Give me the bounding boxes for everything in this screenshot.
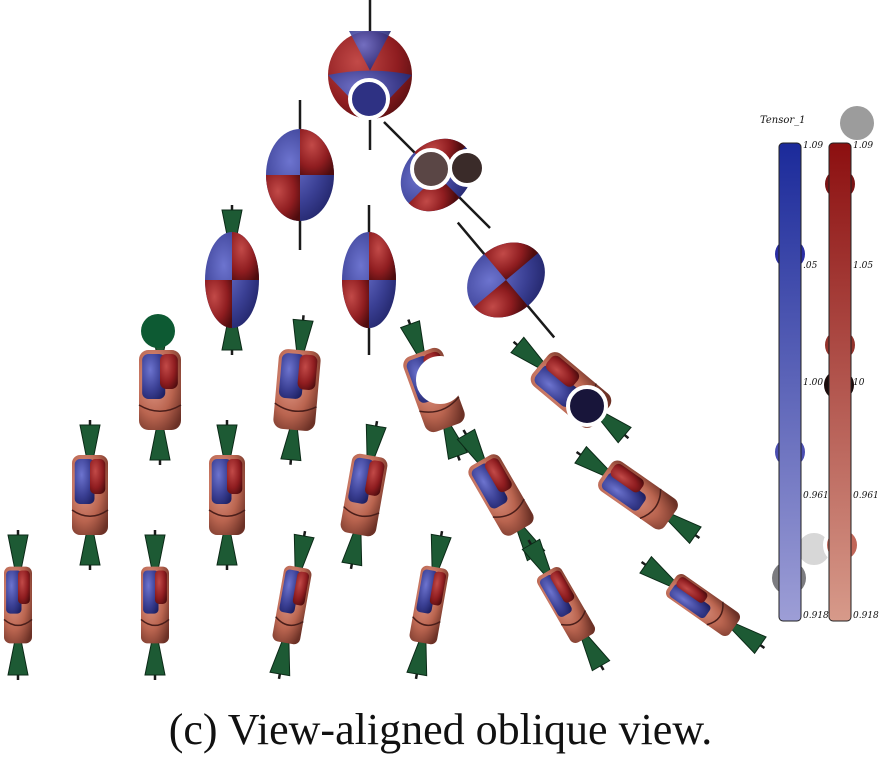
blue-colorbar [778, 142, 802, 622]
red-colorbar [828, 142, 852, 622]
glyph-quadrant [160, 354, 178, 389]
tensor-glyph [328, 0, 412, 150]
colorbar-tick-label: 10 [853, 378, 865, 388]
colorbar-tick-label: 1.09 [803, 141, 823, 151]
tensor-glyph [208, 420, 246, 570]
glyph-quadrant [74, 459, 95, 504]
glyph-quadrant [266, 175, 300, 221]
glyph-band [706, 601, 724, 626]
tensor-glyph [406, 530, 452, 680]
tensor-glyph [71, 420, 109, 570]
glyph-quadrant [349, 31, 391, 71]
glyph-quadrant [601, 472, 646, 511]
glyph-quadrant [297, 354, 318, 391]
glyph-band [3, 618, 33, 627]
red-colorbar-ticks: 1.09 1.05 10 0.961 0.918 [853, 141, 879, 621]
marker-top-center [348, 78, 390, 120]
glyph-band [208, 509, 246, 517]
glyph-quadrant [676, 577, 708, 603]
tensor-glyph [138, 315, 182, 465]
glyph-quadrant [539, 574, 572, 617]
glyph-quadrant [155, 570, 167, 605]
glyph-band [492, 498, 525, 518]
glyph-band [639, 488, 662, 520]
marker-row2-a [410, 148, 452, 190]
glyph-quadrant [534, 365, 579, 407]
glyph-quadrant [6, 570, 22, 614]
colorbar-tick-label: 1.00 [803, 378, 823, 388]
colorbar-tick-label: 1.05 [853, 261, 873, 271]
glyph-quadrant [227, 459, 243, 494]
tensor-glyph [266, 100, 334, 250]
glyph-quadrant [292, 571, 310, 606]
glyph-quadrant [18, 570, 30, 605]
glyph-band [71, 509, 109, 517]
marker-green [141, 314, 175, 348]
tensor-glyph [273, 315, 321, 465]
glyph-quadrant [550, 570, 575, 603]
tensor-glyph [269, 530, 315, 680]
tensor-glyph [456, 221, 556, 339]
blue-colorbar-ticks: 1.09 .05 1.00 0.961 0.918 [803, 141, 829, 621]
colorbar-tick-label: 0.961 [803, 491, 829, 501]
marker-white [416, 356, 464, 404]
glyph-quadrant [342, 280, 369, 328]
glyph-quadrant [473, 280, 528, 318]
glyph-quadrant [142, 354, 166, 399]
colorbar-tick-label: .05 [803, 261, 818, 271]
legend-title: Tensor_1 [760, 115, 806, 126]
colorbar-tick-label: 1.09 [853, 141, 873, 151]
tensor-glyph [521, 538, 611, 672]
glyph-band [419, 396, 460, 413]
glyph-quadrant [484, 458, 512, 493]
tensor-glyph [342, 205, 396, 355]
tensor-glyph [205, 205, 259, 355]
glyph-band [275, 616, 304, 627]
glyph-quadrant [669, 583, 711, 619]
glyph-band [140, 618, 170, 627]
glyph-quadrant [205, 280, 232, 328]
glyph-quadrant [429, 571, 447, 606]
tensor-glyph [140, 530, 170, 680]
colorbar-tick-label: 0.918 [803, 611, 829, 621]
glyph-quadrant [278, 353, 305, 399]
tensor-glyph [3, 530, 33, 680]
glyph-quadrant [471, 463, 508, 509]
glyph-quadrant [143, 570, 159, 614]
glyph-quadrant [211, 459, 232, 504]
glyph-quadrant [300, 129, 334, 175]
glyph-band [138, 404, 182, 412]
glyph-quadrant [365, 460, 385, 496]
glyph-band [274, 402, 317, 412]
glyph-quadrant [408, 175, 460, 212]
glyph-quadrant [484, 242, 539, 280]
glyph-band [412, 616, 441, 627]
marker-row2-b [448, 149, 486, 187]
colorbar-tick-label: 0.961 [853, 491, 879, 501]
glyph-quadrant [545, 355, 580, 387]
tensor-glyph [574, 445, 702, 545]
glyph-quadrant [369, 232, 396, 280]
glyph-band [343, 506, 380, 518]
marker-dark [566, 385, 608, 427]
marker-legend-gray [840, 106, 874, 140]
glyph-quadrant [232, 232, 259, 280]
glyph-quadrant [610, 463, 644, 493]
tensor-glyph [639, 555, 767, 655]
tensor-glyph [340, 420, 388, 570]
figure-caption: (c) View-aligned oblique view. [168, 705, 713, 754]
tensor-glyph [510, 336, 632, 444]
glyph-quadrant [90, 459, 106, 494]
glyph-band [560, 610, 587, 626]
colorbar-tick-label: 0.918 [853, 611, 879, 621]
